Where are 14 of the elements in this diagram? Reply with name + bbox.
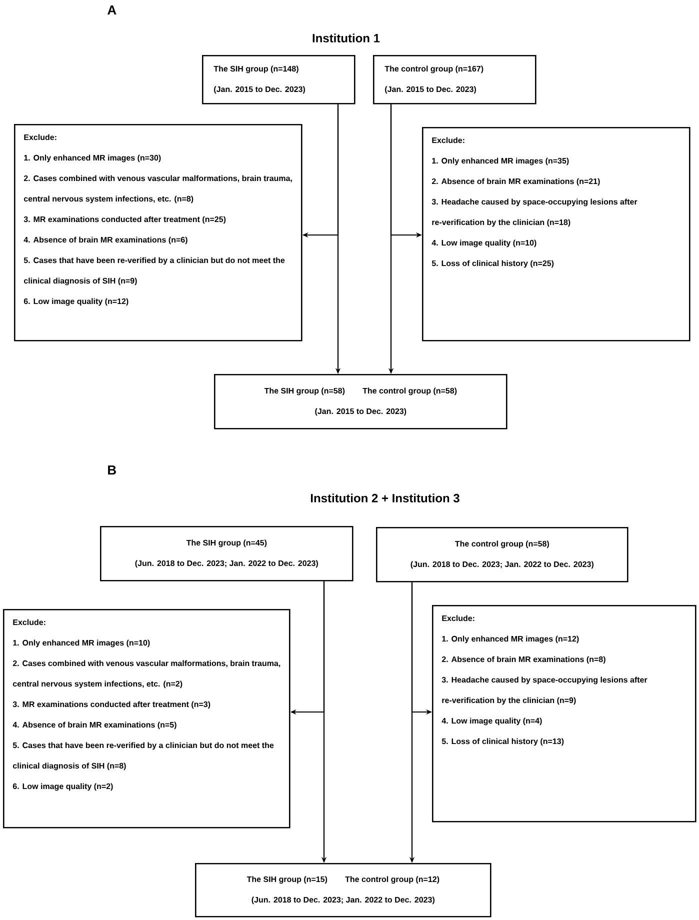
group-box: The SIH group (n=45) (Jun. 2018 to Dec. 2023; Jan. 2022 to Dec. 2023) (100, 526, 354, 582)
group-box: The control group (n=58) (Jun. 2018 to Dec. 2023; Jan. 2022 to Dec. 2023) (376, 527, 628, 582)
exclusion-box: Exclude: 1. Only enhanced MR images (n=10) 2. Cases combined with venous vascular malformations, brain trauma, central nervous system infections, etc. (n=2) 3. MR examinations conducted after treatment (n=3) 4. Absence of brain MR examinations (n=5) 5. Cases that have been re-verified by a clinician but do not meet the clinical diagnosis of SIH (n=8) 6. Low image quality (n=2) (3, 609, 290, 828)
panel-letter: B (108, 466, 116, 474)
exclusion-box: Exclude: 1. Only enhanced MR images (n=30) 2. Cases combined with venous vascular malformations, brain trauma, central nervous system infections, etc. (n=8) 3. MR examinations conducted after treatment (n=25) 4. Absence of brain MR examinations (n=6) 5. Cases that have been re-verified by a clinician but do not meet the clinical diagnosis of SIH (n=9) 6. Low image quality (n=12) (14, 124, 302, 342)
exclusion-box: Exclude: 1. Only enhanced MR images (n=12) 2. Absence of brain MR examinations (n=8) 3. Headache caused by space-occupying lesions after re-verification by the clinician (n=9) 4. Low image quality (n=4) 5. Loss of clinical history (n=13) (432, 605, 696, 822)
section-title: Institution 1 (312, 34, 380, 42)
exclusion-box: Exclude: 1. Only enhanced MR images (n=35) 2. Absence of brain MR examinations (n=21) 3. Headache caused by space-occupying lesions after re-verification by the clinician (n=18) 4. Low image quality (n=10) 5. Loss of clinical history (n=25) (422, 127, 690, 342)
group-box: The SIH group (n=148) (Jan. 2015 to Dec. 2023) (202, 55, 356, 104)
section-title: Institution 2 + Institution 3 (310, 494, 460, 502)
group-box: The control group (n=167) (Jan. 2015 to Dec. 2023) (373, 55, 536, 104)
panel-letter: A (108, 6, 116, 14)
result-box: The SIH group (n=15) The control group (n=12) (Jun. 2018 to Dec. 2023; Jan. 2022 to Dec. 2023) (195, 863, 492, 918)
result-box: The SIH group (n=58) The control group (n=58) (Jan. 2015 to Dec. 2023) (214, 374, 508, 430)
